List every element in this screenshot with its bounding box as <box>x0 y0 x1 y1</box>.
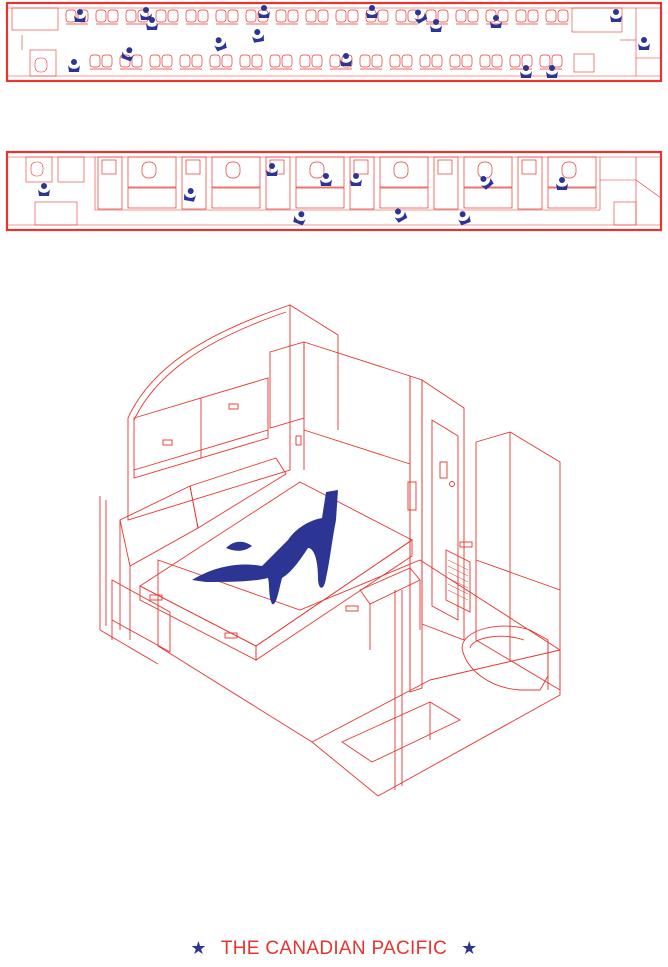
seat <box>89 54 113 70</box>
seat <box>239 54 263 70</box>
sleeper-compartment <box>433 156 513 210</box>
seat <box>305 9 329 25</box>
passenger-figure <box>38 183 50 196</box>
passenger-figure <box>121 47 134 62</box>
passenger-figure <box>293 211 306 226</box>
seat <box>155 9 179 25</box>
seat <box>389 54 413 70</box>
passenger-figure <box>520 65 532 78</box>
passenger-figure <box>638 37 650 50</box>
passenger-figure <box>366 5 378 18</box>
page-title: THE CANADIAN PACIFIC <box>220 938 448 959</box>
seat <box>419 54 443 70</box>
passenger-figure <box>490 15 502 28</box>
seat <box>209 54 233 70</box>
passenger-figure <box>458 211 471 226</box>
passenger-figure <box>266 163 278 176</box>
passenger-figure <box>251 29 264 43</box>
passenger-figure <box>74 9 86 22</box>
seat <box>179 54 203 70</box>
passenger-figure <box>546 65 558 78</box>
sleeper-compartment <box>517 156 597 210</box>
passenger-figure <box>610 9 622 22</box>
passenger-figure <box>340 53 352 66</box>
passenger-figure <box>68 59 80 72</box>
seat <box>395 9 419 25</box>
seat <box>269 54 293 70</box>
passenger-figure <box>146 17 158 30</box>
seat <box>545 9 569 25</box>
footer-title-row: ★ THE CANADIAN PACIFIC ★ <box>0 938 668 960</box>
passenger-figure <box>320 173 332 186</box>
seat <box>455 9 479 25</box>
sleeper-compartment <box>265 156 345 210</box>
star-icon: ★ <box>190 938 207 958</box>
sleeper-compartment <box>97 156 177 210</box>
seat <box>479 54 503 70</box>
isometric-roomette-drawing <box>99 304 561 797</box>
seat <box>335 9 359 25</box>
sleeper-compartment <box>181 156 261 210</box>
passenger-figure <box>556 177 568 190</box>
passenger-figure <box>394 208 408 223</box>
passenger-figure <box>258 5 270 18</box>
passenger-figure <box>350 173 362 186</box>
sleeper-compartment <box>349 156 429 210</box>
passenger-figure <box>430 19 442 32</box>
seat <box>449 54 473 70</box>
seat <box>215 9 239 25</box>
passenger-figure <box>140 7 152 20</box>
seat <box>149 54 173 70</box>
coach-car-floor-plan <box>5 1 663 83</box>
passenger-figure <box>414 9 428 24</box>
passenger-figure <box>480 175 494 190</box>
seat <box>95 9 119 25</box>
passenger-figure <box>184 188 197 202</box>
star-icon: ★ <box>461 938 478 958</box>
sleeper-car-floor-plan <box>5 150 663 232</box>
seat <box>299 54 323 70</box>
seat <box>359 54 383 70</box>
seat <box>185 9 209 25</box>
reclining-figure <box>192 490 338 605</box>
passenger-figure <box>214 37 227 52</box>
seat <box>515 9 539 25</box>
seat <box>275 9 299 25</box>
